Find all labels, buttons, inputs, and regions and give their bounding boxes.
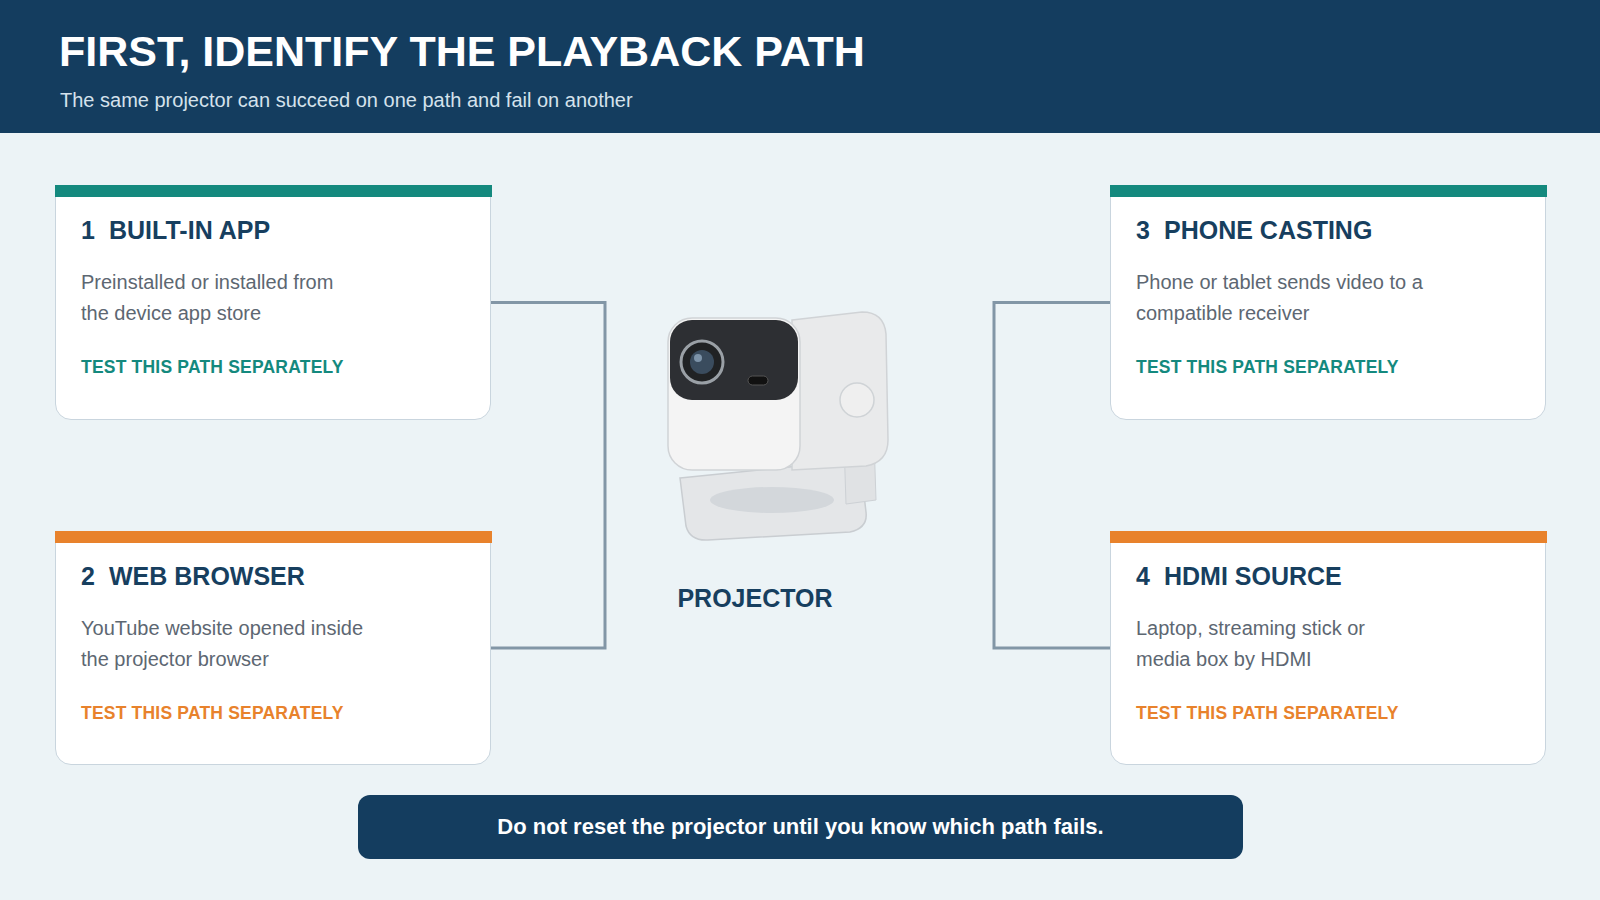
stand-knob [840, 383, 874, 417]
accent-bar [55, 185, 492, 197]
card-tag: TEST THIS PATH SEPARATELY [81, 357, 344, 377]
warning-banner: Do not reset the projector until you kno… [358, 795, 1243, 859]
projector-node: PROJECTOR [605, 290, 994, 660]
card-body: Laptop, streaming stick or media box by … [1136, 613, 1372, 675]
device-label: PROJECTOR [677, 583, 832, 613]
path-card: 4 HDMI SOURCE Laptop, streaming stick or m… [1110, 531, 1546, 765]
page-title: FIRST, IDENTIFY THE PLAYBACK PATH [59, 26, 865, 76]
card-tag: TEST THIS PATH SEPARATELY [1136, 357, 1399, 377]
lens-highlight [694, 354, 702, 362]
callout-number: 1 [81, 215, 95, 245]
base-shadow [710, 487, 834, 513]
connector [994, 303, 1110, 476]
card-body: YouTube website opened inside the projec… [81, 613, 365, 675]
projector-side [792, 312, 888, 470]
subtitle: The same projector can succeed on one pa… [60, 88, 633, 112]
card-heading: PHONE CASTING [1164, 215, 1372, 245]
lens-glass [690, 350, 714, 374]
projector-base [680, 462, 866, 540]
card-tag: TEST THIS PATH SEPARATELY [81, 703, 344, 723]
accent-bar [1110, 531, 1547, 543]
callout-number: 2 [81, 561, 95, 591]
callout-number: 4 [1136, 561, 1150, 591]
projector-illustration [668, 312, 888, 540]
card-body: Preinstalled or installed from the devic… [81, 267, 343, 329]
card-heading: WEB BROWSER [109, 561, 305, 591]
connector [994, 475, 1110, 648]
warning-text: Do not reset the projector until you kno… [497, 813, 1103, 841]
path-card: 2 WEB BROWSER YouTube website opened insid… [55, 531, 491, 765]
callout-number: 3 [1136, 215, 1150, 245]
projector-lens [681, 341, 723, 383]
projector-front [668, 318, 800, 470]
card-heading: BUILT-IN APP [109, 215, 270, 245]
path-card: 3 PHONE CASTING Phone or tablet sends vide… [1110, 185, 1546, 420]
accent-bar [1110, 185, 1547, 197]
projector-panel [670, 320, 798, 400]
path-card: 1 BUILT-IN APP Preinstalled or installed f… [55, 185, 491, 420]
projector-sensor [748, 376, 768, 385]
card-heading: HDMI SOURCE [1164, 561, 1342, 591]
card-tag: TEST THIS PATH SEPARATELY [1136, 703, 1399, 723]
connector [491, 303, 605, 476]
card-body: Phone or tablet sends video to a compati… [1136, 267, 1436, 329]
accent-bar [55, 531, 492, 543]
connector [491, 475, 605, 648]
